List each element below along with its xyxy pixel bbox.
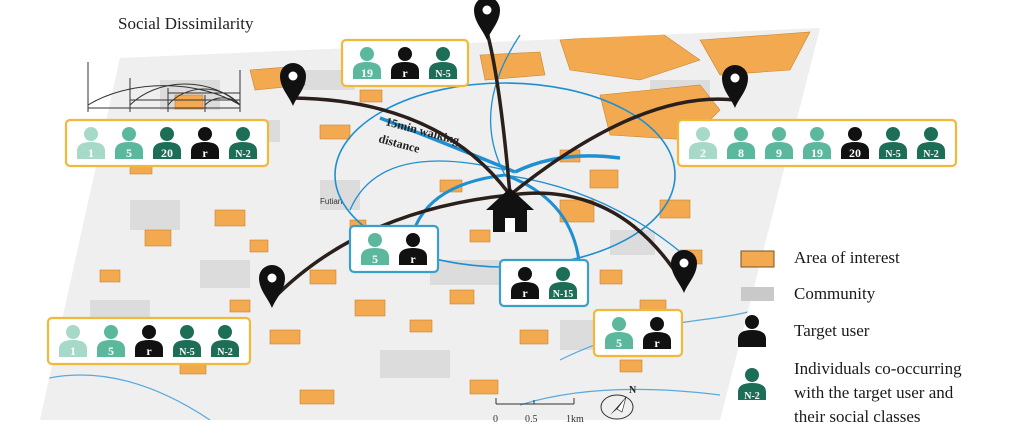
member-label: r (146, 344, 152, 358)
person-icon: 19 (353, 47, 381, 80)
member-label: 19 (361, 66, 373, 80)
dissimilarity-arcs (87, 62, 241, 112)
member-label: 5 (372, 252, 378, 266)
group-box-center-right: r N-15 (498, 258, 590, 308)
member-label: 1 (70, 344, 76, 358)
person-icon: r (643, 317, 671, 350)
group-box-top: 19 r N-5 (340, 38, 470, 88)
member-label: r (402, 66, 408, 80)
home-icon (486, 188, 534, 232)
member-label: 19 (811, 146, 823, 160)
member-label: 20 (849, 146, 861, 160)
member-label: 5 (126, 146, 132, 160)
map-pin-icon (474, 0, 500, 40)
person-icon: 2 (689, 127, 717, 160)
member-label: N-2 (235, 149, 251, 160)
group-box-left: 1 5 20 r N-2 (64, 118, 270, 168)
member-label: N-5 (179, 347, 195, 358)
member-label: 1 (88, 146, 94, 160)
legend-individuals-line2: with the target user and (794, 383, 954, 402)
person-icon: 8 (727, 127, 755, 160)
member-label: r (654, 336, 660, 350)
person-icon: N-2 (917, 127, 945, 160)
person-icon: N-5 (173, 325, 201, 358)
person-icon: r (391, 47, 419, 80)
legend-area-label: Area of interest (794, 248, 900, 267)
member-label: 8 (738, 146, 744, 160)
legend-individual-person: N-2 (738, 368, 766, 402)
member-label: N-5 (435, 69, 451, 80)
member-label: 5 (616, 336, 622, 350)
legend-community-swatch (741, 287, 774, 301)
member-label: 2 (700, 146, 706, 160)
person-icon: r (191, 127, 219, 160)
person-icon: 20 (153, 127, 181, 160)
member-label: N-15 (553, 289, 574, 300)
member-label: 5 (108, 344, 114, 358)
map-pin-icon (280, 63, 306, 106)
legend-community-label: Community (794, 284, 876, 303)
member-label: N-5 (885, 149, 901, 160)
map-pin-icon (722, 65, 748, 108)
map-pin-icon (259, 265, 285, 308)
person-icon: r (511, 267, 539, 300)
group-box-right: 2 8 9 19 20 N-5 N-2 (676, 118, 958, 168)
person-icon: 19 (803, 127, 831, 160)
person-icon: N-5 (879, 127, 907, 160)
person-icon: 5 (361, 233, 389, 266)
scale-label-1km: 1km (566, 414, 584, 425)
person-icon: 9 (765, 127, 793, 160)
north-label: N (629, 385, 637, 396)
group-box-bottom-left: 1 5 r N-5 N-2 (46, 316, 252, 366)
person-icon: 5 (97, 325, 125, 358)
person-icon: 5 (605, 317, 633, 350)
person-icon: N-2 (229, 127, 257, 160)
scale-label-05: 0.5 (525, 414, 538, 425)
person-icon: r (399, 233, 427, 266)
legend-target-label: Target user (794, 321, 870, 340)
member-label: 20 (161, 146, 173, 160)
member-label: N-2 (217, 347, 233, 358)
legend-individuals-line3: their social classes (794, 407, 921, 426)
scale-bar (495, 398, 575, 405)
person-icon: 1 (77, 127, 105, 160)
person-icon: N-15 (549, 267, 577, 300)
legend-badge-label: N-2 (744, 391, 760, 402)
social-dissimilarity-title: Social Dissimilarity (118, 14, 254, 33)
person-icon: 20 (841, 127, 869, 160)
legend-target-icon (738, 315, 766, 347)
member-label: r (522, 286, 528, 300)
member-label: r (410, 252, 416, 266)
map-pin-icon (671, 250, 697, 293)
person-icon: r (135, 325, 163, 358)
person-icon: N-2 (211, 325, 239, 358)
legend-individual-icon: N-2 (738, 368, 766, 402)
person-icon: 1 (59, 325, 87, 358)
person-icon: 5 (115, 127, 143, 160)
scale-label-0: 0 (493, 414, 498, 425)
place-label: Futian (320, 197, 342, 206)
member-label: r (202, 146, 208, 160)
legend-target-person (738, 315, 766, 347)
person-icon: N-5 (429, 47, 457, 80)
legend-area-swatch (740, 250, 775, 268)
member-label: N-2 (923, 149, 939, 160)
north-arrow-icon (600, 394, 634, 420)
legend-individuals-line1: Individuals co-occurring (794, 359, 962, 378)
member-label: 9 (776, 146, 782, 160)
